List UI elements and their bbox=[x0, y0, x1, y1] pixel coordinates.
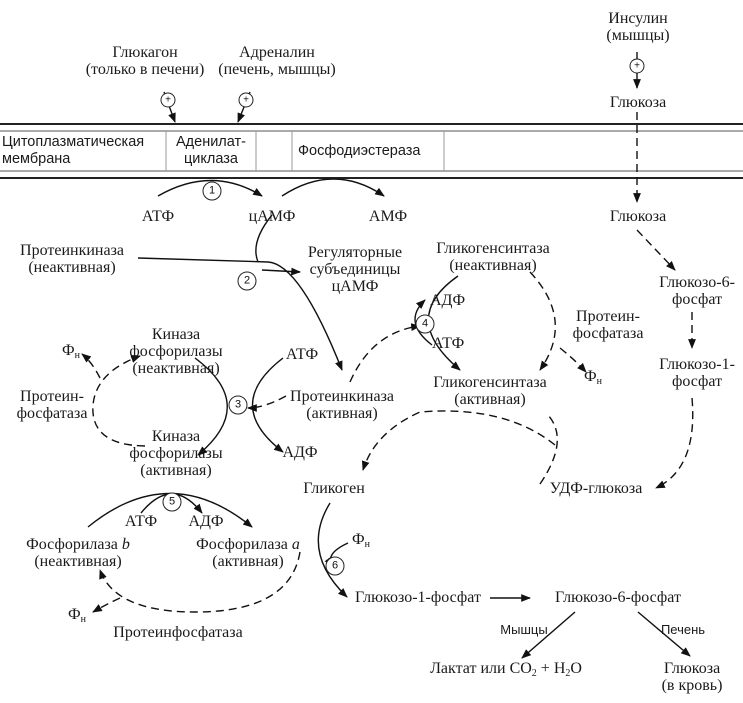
pi-left-symbol: Ф bbox=[62, 342, 75, 359]
to-lactate-arrow bbox=[521, 611, 576, 659]
atp-adp-arc4 bbox=[414, 299, 433, 346]
camp-node: цАМФ bbox=[248, 208, 296, 225]
pi-right-release bbox=[559, 347, 587, 373]
to-blood-glucose-arrow bbox=[637, 611, 691, 657]
atp-node: АТФ bbox=[141, 208, 175, 225]
glycogen-to-g1p-arc bbox=[317, 502, 348, 598]
co2-subscript: 2 bbox=[531, 668, 537, 679]
pi-step6-subscript: н bbox=[364, 539, 370, 550]
g1p-to-udp bbox=[655, 397, 694, 489]
atp-adp-arc3 bbox=[251, 357, 284, 453]
phosphatase-bottom-cycle bbox=[99, 551, 301, 613]
phosphorylase-b-letter: b bbox=[121, 536, 130, 553]
step-2-marker: 2 bbox=[237, 271, 257, 291]
pi-bottom: Фн bbox=[68, 606, 86, 628]
amp-node: АМФ bbox=[368, 208, 408, 225]
phosphodiesterase-label: Фосфодиэстераза bbox=[298, 143, 421, 159]
lactate-text-1: Лактат или CO bbox=[430, 660, 532, 677]
adp-step5: АДФ bbox=[188, 513, 224, 530]
step-3-marker: 3 bbox=[228, 395, 248, 415]
phosphorylase-a: Фосфорилаза a (активная) bbox=[196, 536, 300, 570]
glucose-to-g6p bbox=[636, 229, 676, 271]
protein-phosphatase-left: Протеин- фосфатаза bbox=[16, 388, 88, 422]
camp-to-step2 bbox=[255, 214, 273, 263]
atp-to-camp-arc bbox=[157, 179, 263, 197]
glucose-to-blood: Глюкоза (в кровь) bbox=[661, 660, 723, 694]
glucagon-activation-icon: + bbox=[160, 92, 176, 108]
protein-kinase-active: Протеинкиназа (активная) bbox=[290, 388, 394, 422]
h2o-subscript: 2 bbox=[565, 668, 571, 679]
gs-to-glycogen bbox=[361, 410, 556, 471]
adp-step4: АДФ bbox=[430, 292, 466, 309]
insulin-activation-icon: + bbox=[629, 58, 645, 74]
phosphorylase-kinase-active: Киназа фосфорилазы (активная) bbox=[129, 428, 223, 479]
glucose-1-phosphate-right: Глюкозо-1- фосфат bbox=[659, 356, 735, 390]
pi-right-symbol: Ф bbox=[584, 368, 597, 385]
phosphorylase-a-state: (активная) bbox=[212, 553, 284, 570]
phosphorylase-b-state: (неактивная) bbox=[34, 553, 122, 570]
step-5-marker: 5 bbox=[162, 492, 182, 512]
camp-to-amp-arc bbox=[281, 178, 385, 197]
pi-bottom-symbol: Ф bbox=[68, 606, 81, 623]
glycogen-synthase-inactive: Гликогенсинтаза (неактивная) bbox=[436, 240, 550, 274]
atp-step4: АТФ bbox=[432, 335, 465, 352]
pi-step6: Фн bbox=[352, 531, 370, 553]
glucose-6-phosphate: Глюкозо-6-фосфат bbox=[555, 589, 681, 606]
pk-activates-gs bbox=[349, 323, 421, 383]
phosphatase-right-cycle bbox=[529, 271, 556, 371]
pi-left-subscript: н bbox=[74, 350, 80, 361]
protein-kinase-inactive: Протеинкиназа (неактивная) bbox=[20, 242, 124, 276]
step-4-marker: 4 bbox=[415, 314, 435, 334]
protein-phosphatase-right: Протеин- фосфатаза bbox=[572, 308, 644, 342]
phosphorylase-b-word: Фосфорилаза bbox=[26, 536, 122, 553]
membrane-band bbox=[0, 123, 743, 179]
membrane-label: Цитоплазматическая мембрана bbox=[2, 134, 145, 167]
regulatory-subunits: Регуляторные субъединицы цАМФ bbox=[307, 244, 403, 295]
step-1-marker: 1 bbox=[202, 181, 222, 201]
phosphorylase-kinase-inactive: Киназа фосфорилазы (неактивная) bbox=[129, 326, 223, 377]
glucagon-label: Глюкагон (только в печени) bbox=[85, 44, 205, 78]
phosphorylase-a-word: Фосфорилаза bbox=[196, 536, 292, 553]
atp-step3: АТФ bbox=[285, 346, 319, 363]
udp-glucose: УДФ-глюкоза bbox=[549, 480, 643, 497]
protein-phosphatase-bottom: Протеинфосфатаза bbox=[113, 624, 243, 641]
pi-right: Фн bbox=[584, 368, 602, 390]
pi-left-release bbox=[81, 353, 101, 379]
pi-step6-symbol: Ф bbox=[352, 531, 365, 548]
glycogen: Гликоген bbox=[303, 480, 365, 497]
glucose-6-phosphate-right: Глюкозо-6- фосфат bbox=[659, 274, 735, 308]
glucose-membrane: Глюкоза bbox=[609, 94, 667, 111]
adp-step3: АДФ bbox=[282, 444, 318, 461]
lactate-text-3: O bbox=[570, 660, 582, 677]
glycogen-synthase-active: Гликогенсинтаза (активная) bbox=[433, 374, 547, 408]
lactate-or-co2-h2o: Лактат или CO2 + H2O bbox=[430, 660, 582, 682]
pi-bottom-release bbox=[92, 597, 121, 613]
adrenaline-label: Адреналин (печень, мышцы) bbox=[218, 44, 336, 78]
muscles-label: Мышцы bbox=[500, 622, 548, 637]
liver-label: Печень bbox=[660, 622, 706, 637]
lactate-text-2: + H bbox=[536, 660, 566, 677]
adenylate-cyclase-label: Аденилат- циклаза bbox=[176, 134, 246, 167]
pk-activates-phk bbox=[247, 395, 287, 412]
phosphorylase-b: Фосфорилаза b(неактивная) bbox=[26, 536, 130, 570]
step-6-marker: 6 bbox=[325, 556, 345, 576]
insulin-label: Инсулин (мышцы) bbox=[606, 10, 670, 44]
phosphorylase-a-letter: a bbox=[291, 536, 300, 553]
pi-bottom-subscript: н bbox=[80, 614, 86, 625]
to-regulatory-arrow bbox=[261, 267, 301, 276]
glucose-inside: Глюкоза bbox=[609, 208, 667, 225]
pk-inactive-line bbox=[137, 257, 343, 371]
glucose-1-phosphate: Глюкозо-1-фосфат bbox=[355, 589, 481, 606]
phk-conversion-arc bbox=[194, 357, 228, 456]
phosphatase-left-cycle bbox=[92, 355, 146, 447]
atp-step5: АТФ bbox=[124, 513, 158, 530]
udp-to-gs bbox=[539, 414, 558, 485]
pi-left: Фн bbox=[62, 342, 80, 364]
adrenaline-activation-icon: + bbox=[238, 92, 254, 108]
pi-right-subscript: н bbox=[596, 376, 602, 387]
